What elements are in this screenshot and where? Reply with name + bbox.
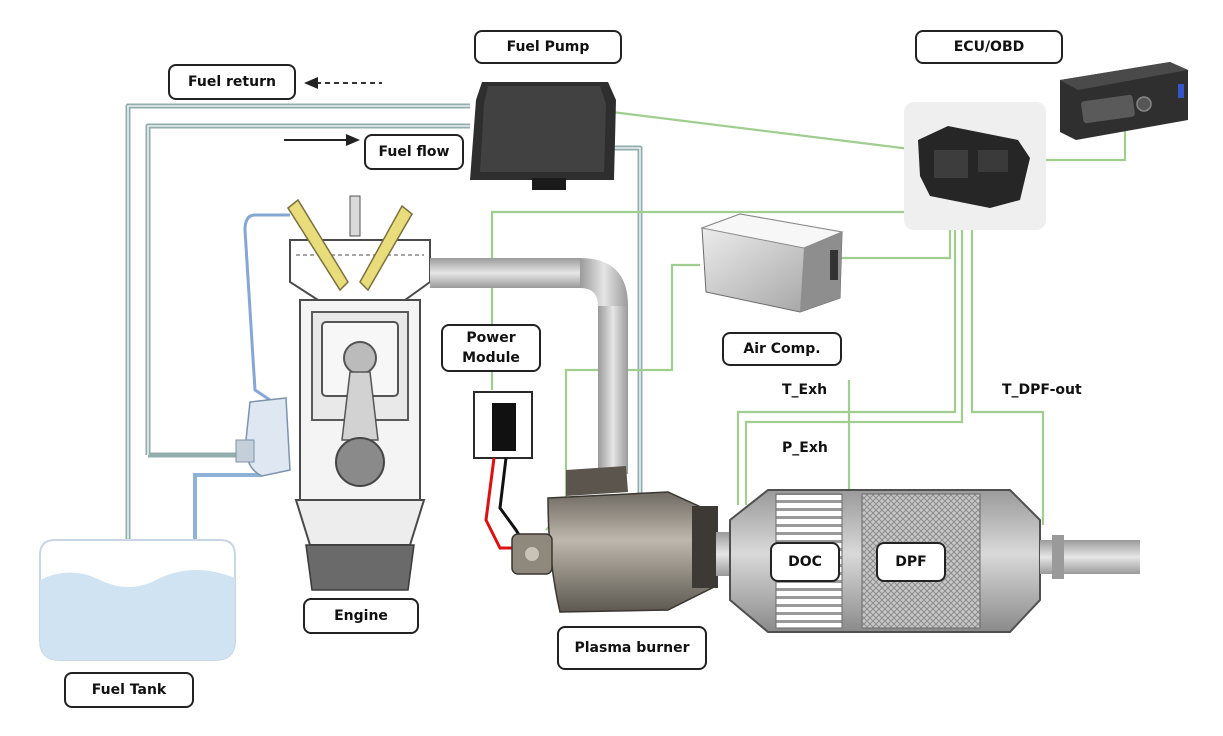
t-dpf-out-sensor-line (970, 200, 1045, 525)
engine (287, 195, 431, 591)
fuel-return-arrow (304, 77, 382, 89)
p-exh-sensor-line (744, 200, 964, 505)
injection-pump (235, 397, 291, 477)
plasma-burner-label: Plasma burner (557, 626, 707, 670)
t-dpf-out-label: T_DPF-out (1002, 382, 1082, 398)
doc-label: DOC (770, 542, 840, 582)
ecu (904, 102, 1046, 230)
plasma-burner (511, 466, 718, 613)
fuel-pump-label: Fuel Pump (474, 30, 622, 64)
fuel-pump (470, 82, 616, 190)
fuel-tank-label: Fuel Tank (64, 672, 194, 708)
engine-label: Engine (303, 598, 419, 634)
t-exh-label: T_Exh (782, 382, 828, 398)
exhaust-pipe (430, 258, 628, 474)
fuel-flow-label: Fuel flow (364, 134, 464, 170)
power-module (473, 391, 533, 550)
pump-to-ecu-line (611, 110, 919, 152)
fuel-lines-inner (127, 105, 641, 560)
air-compressor (700, 213, 844, 313)
red-cable (484, 457, 518, 550)
black-cable (498, 457, 524, 541)
fuel-liquid (40, 570, 235, 660)
fuel-return-label: Fuel return (168, 64, 296, 100)
t-exh-sensor-line (736, 200, 957, 505)
dpf-label: DPF (876, 542, 946, 582)
power-module-label: Power Module (441, 324, 541, 372)
p-exh-label: P_Exh (782, 440, 828, 456)
ecu-obd-label: ECU/OBD (915, 30, 1063, 64)
obd-device (1060, 62, 1188, 140)
injector-line (243, 213, 290, 402)
fuel-tank (39, 539, 236, 661)
fuel-flow-arrow (284, 134, 360, 146)
air-comp-label: Air Comp. (722, 332, 842, 366)
